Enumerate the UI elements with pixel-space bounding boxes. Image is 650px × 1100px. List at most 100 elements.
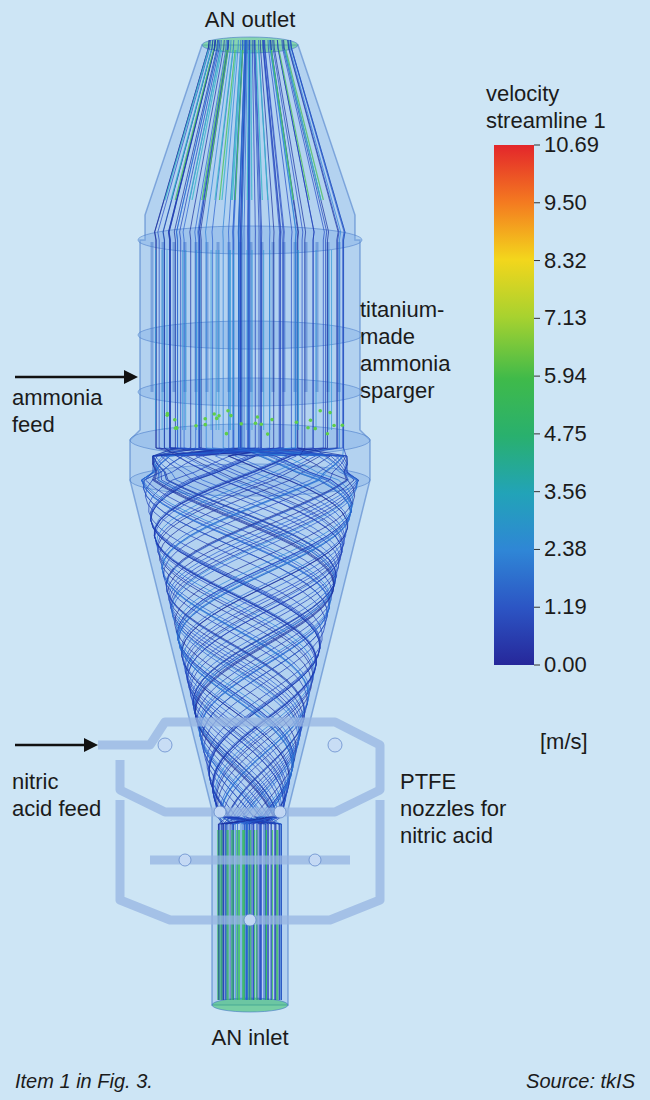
part-label: titanium-made ammonia sparger [360, 296, 485, 404]
jet-marker [203, 423, 207, 427]
part-label: PTFE nozzles for nitric acid [400, 768, 514, 849]
scale-value: 0.00 [544, 651, 644, 678]
nitric-acid-ring [98, 722, 380, 920]
streamline [155, 250, 156, 430]
streamline [235, 50, 243, 200]
streamline [192, 50, 222, 200]
figure-caption: Item 1 in Fig. 3. [15, 1068, 153, 1095]
streamline [162, 250, 163, 430]
tick-mark [534, 665, 540, 666]
jet-marker [175, 426, 179, 430]
streamline [263, 250, 264, 430]
outlet-label: AN outlet [190, 6, 310, 33]
streamline [232, 50, 241, 200]
legend-title: velocity streamline 1 [486, 80, 636, 134]
jet-marker [226, 409, 230, 413]
streamline [271, 50, 293, 200]
jet-marker [306, 426, 310, 430]
streamline [331, 250, 332, 430]
streamline [316, 250, 317, 430]
jet-marker [318, 409, 322, 413]
streamline [216, 250, 217, 430]
scale-value: 2.38 [544, 535, 644, 562]
jet-marker [254, 421, 258, 425]
scale-value: 3.56 [544, 478, 644, 505]
jet-marker [341, 423, 345, 427]
streamline [246, 250, 247, 430]
tick-mark [534, 202, 540, 203]
sparger-tube [151, 242, 154, 392]
jet-marker [328, 411, 332, 415]
jet-marker [194, 424, 198, 428]
tick-mark [534, 607, 540, 608]
scale-value: 5.94 [544, 362, 644, 389]
streamline [185, 250, 186, 430]
jet-marker [256, 415, 260, 419]
streamline [205, 50, 228, 200]
streamline [269, 250, 270, 430]
scale-value: 9.50 [544, 189, 644, 216]
scale-value: 7.13 [544, 304, 644, 331]
tick-mark [534, 376, 540, 377]
tick-mark [534, 491, 540, 492]
jet-marker [166, 412, 170, 416]
streamline [297, 250, 298, 430]
streamline [211, 250, 212, 430]
tick-mark [534, 318, 540, 319]
jet-marker [259, 422, 263, 426]
feed-label: ammonia feed [12, 384, 122, 438]
scale-value: 10.69 [544, 131, 644, 158]
streamline [298, 250, 299, 430]
streamline [328, 250, 329, 430]
jet-marker [309, 419, 313, 423]
sparger-tubes [152, 242, 339, 392]
streamline [196, 250, 197, 430]
tick-mark [534, 549, 540, 550]
tick-mark [534, 433, 540, 434]
jet-marker [332, 424, 336, 428]
scale-value: 8.32 [544, 247, 644, 274]
streamline [220, 50, 236, 200]
streamline [259, 50, 268, 200]
inlet-rim [212, 998, 288, 1012]
nozzles [158, 738, 342, 926]
scale-value: 1.19 [544, 593, 644, 620]
source-note: Source: tkIS [526, 1068, 635, 1095]
feed-label: nitric acid feed [12, 768, 102, 822]
color-bar-ticks [534, 145, 540, 665]
jet-marker [174, 426, 178, 430]
streamline [200, 250, 201, 430]
jet-marker [313, 427, 317, 431]
jet-marker [225, 432, 229, 436]
tick-mark [534, 145, 540, 146]
jet-marker [215, 417, 219, 421]
streamline [256, 50, 262, 200]
streamline [251, 250, 252, 430]
streamline [279, 50, 309, 200]
jet-marker [326, 432, 330, 436]
jet-marker [295, 421, 299, 425]
streamline [182, 250, 183, 430]
color-bar [494, 145, 534, 665]
scale-value: 4.75 [544, 420, 644, 447]
tick-mark [534, 260, 540, 261]
jet-marker [175, 426, 179, 430]
unit-label: [m/s] [540, 728, 640, 755]
jet-marker [266, 432, 270, 436]
streamline [165, 50, 208, 200]
streamline [167, 250, 168, 430]
jet-marker [173, 418, 177, 422]
jet-marker [212, 412, 216, 416]
streamline [250, 50, 252, 200]
streamline [247, 50, 248, 200]
jet-marker [203, 417, 207, 421]
streamline [218, 250, 219, 430]
streamline [233, 250, 234, 430]
streamline [230, 250, 231, 430]
jet-marker [239, 422, 243, 426]
streamline [229, 250, 230, 430]
inlet-label: AN inlet [190, 1024, 310, 1051]
streamline [171, 50, 211, 200]
jet-marker [270, 418, 274, 422]
jet-marker [229, 414, 233, 418]
